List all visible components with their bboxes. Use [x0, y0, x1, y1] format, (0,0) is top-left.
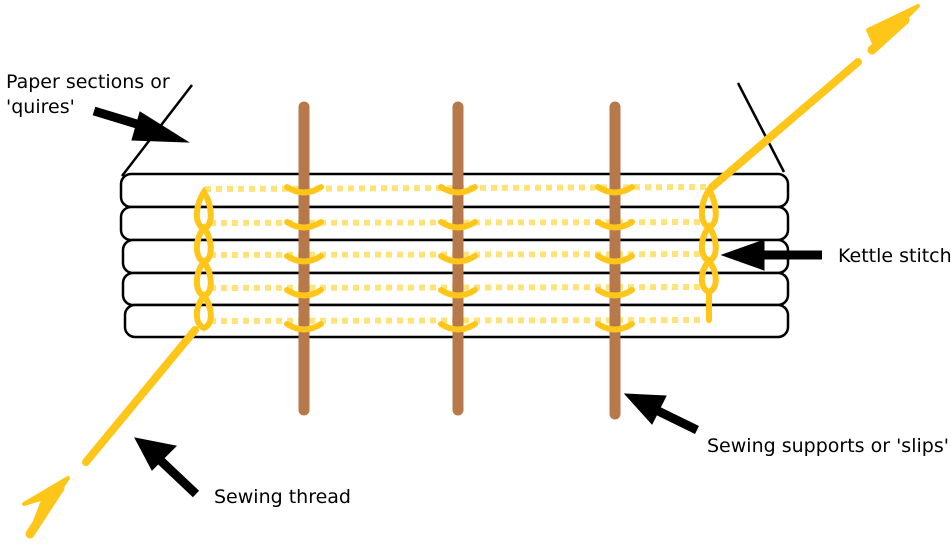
kettle-stitch-right: [698, 184, 719, 323]
label-sewing-thread: Sewing thread: [214, 486, 351, 508]
label-sewing-supports: Sewing supports or 'slips': [707, 435, 949, 457]
label-paper-sections: Paper sections or 'quires': [6, 70, 170, 120]
thread-arrowhead-in-shaft: [25, 483, 65, 539]
arrow-to-kettle-stitch: [720, 239, 822, 271]
sewing-thread: [82, 58, 862, 466]
thread-arrowhead-out-shaft: [867, 15, 910, 55]
pointer-arrows: [92, 106, 822, 498]
arrow-to-sewing-thread: [134, 437, 200, 498]
label-paper-sections-line2: 'quires': [6, 96, 75, 118]
arrow-to-quires: [92, 106, 190, 143]
label-paper-sections-line1: Paper sections or: [6, 71, 170, 93]
arrow-to-sewing-supports: [623, 393, 699, 435]
quire-edge-line-right: [736, 82, 786, 173]
thread-tail-exit: [708, 58, 862, 191]
label-kettle-stitch: Kettle stitch: [838, 245, 951, 267]
thread-loops-around-supports: [284, 184, 635, 333]
kettle-stitch-left: [193, 186, 214, 332]
thread-tail-entry: [82, 326, 199, 466]
